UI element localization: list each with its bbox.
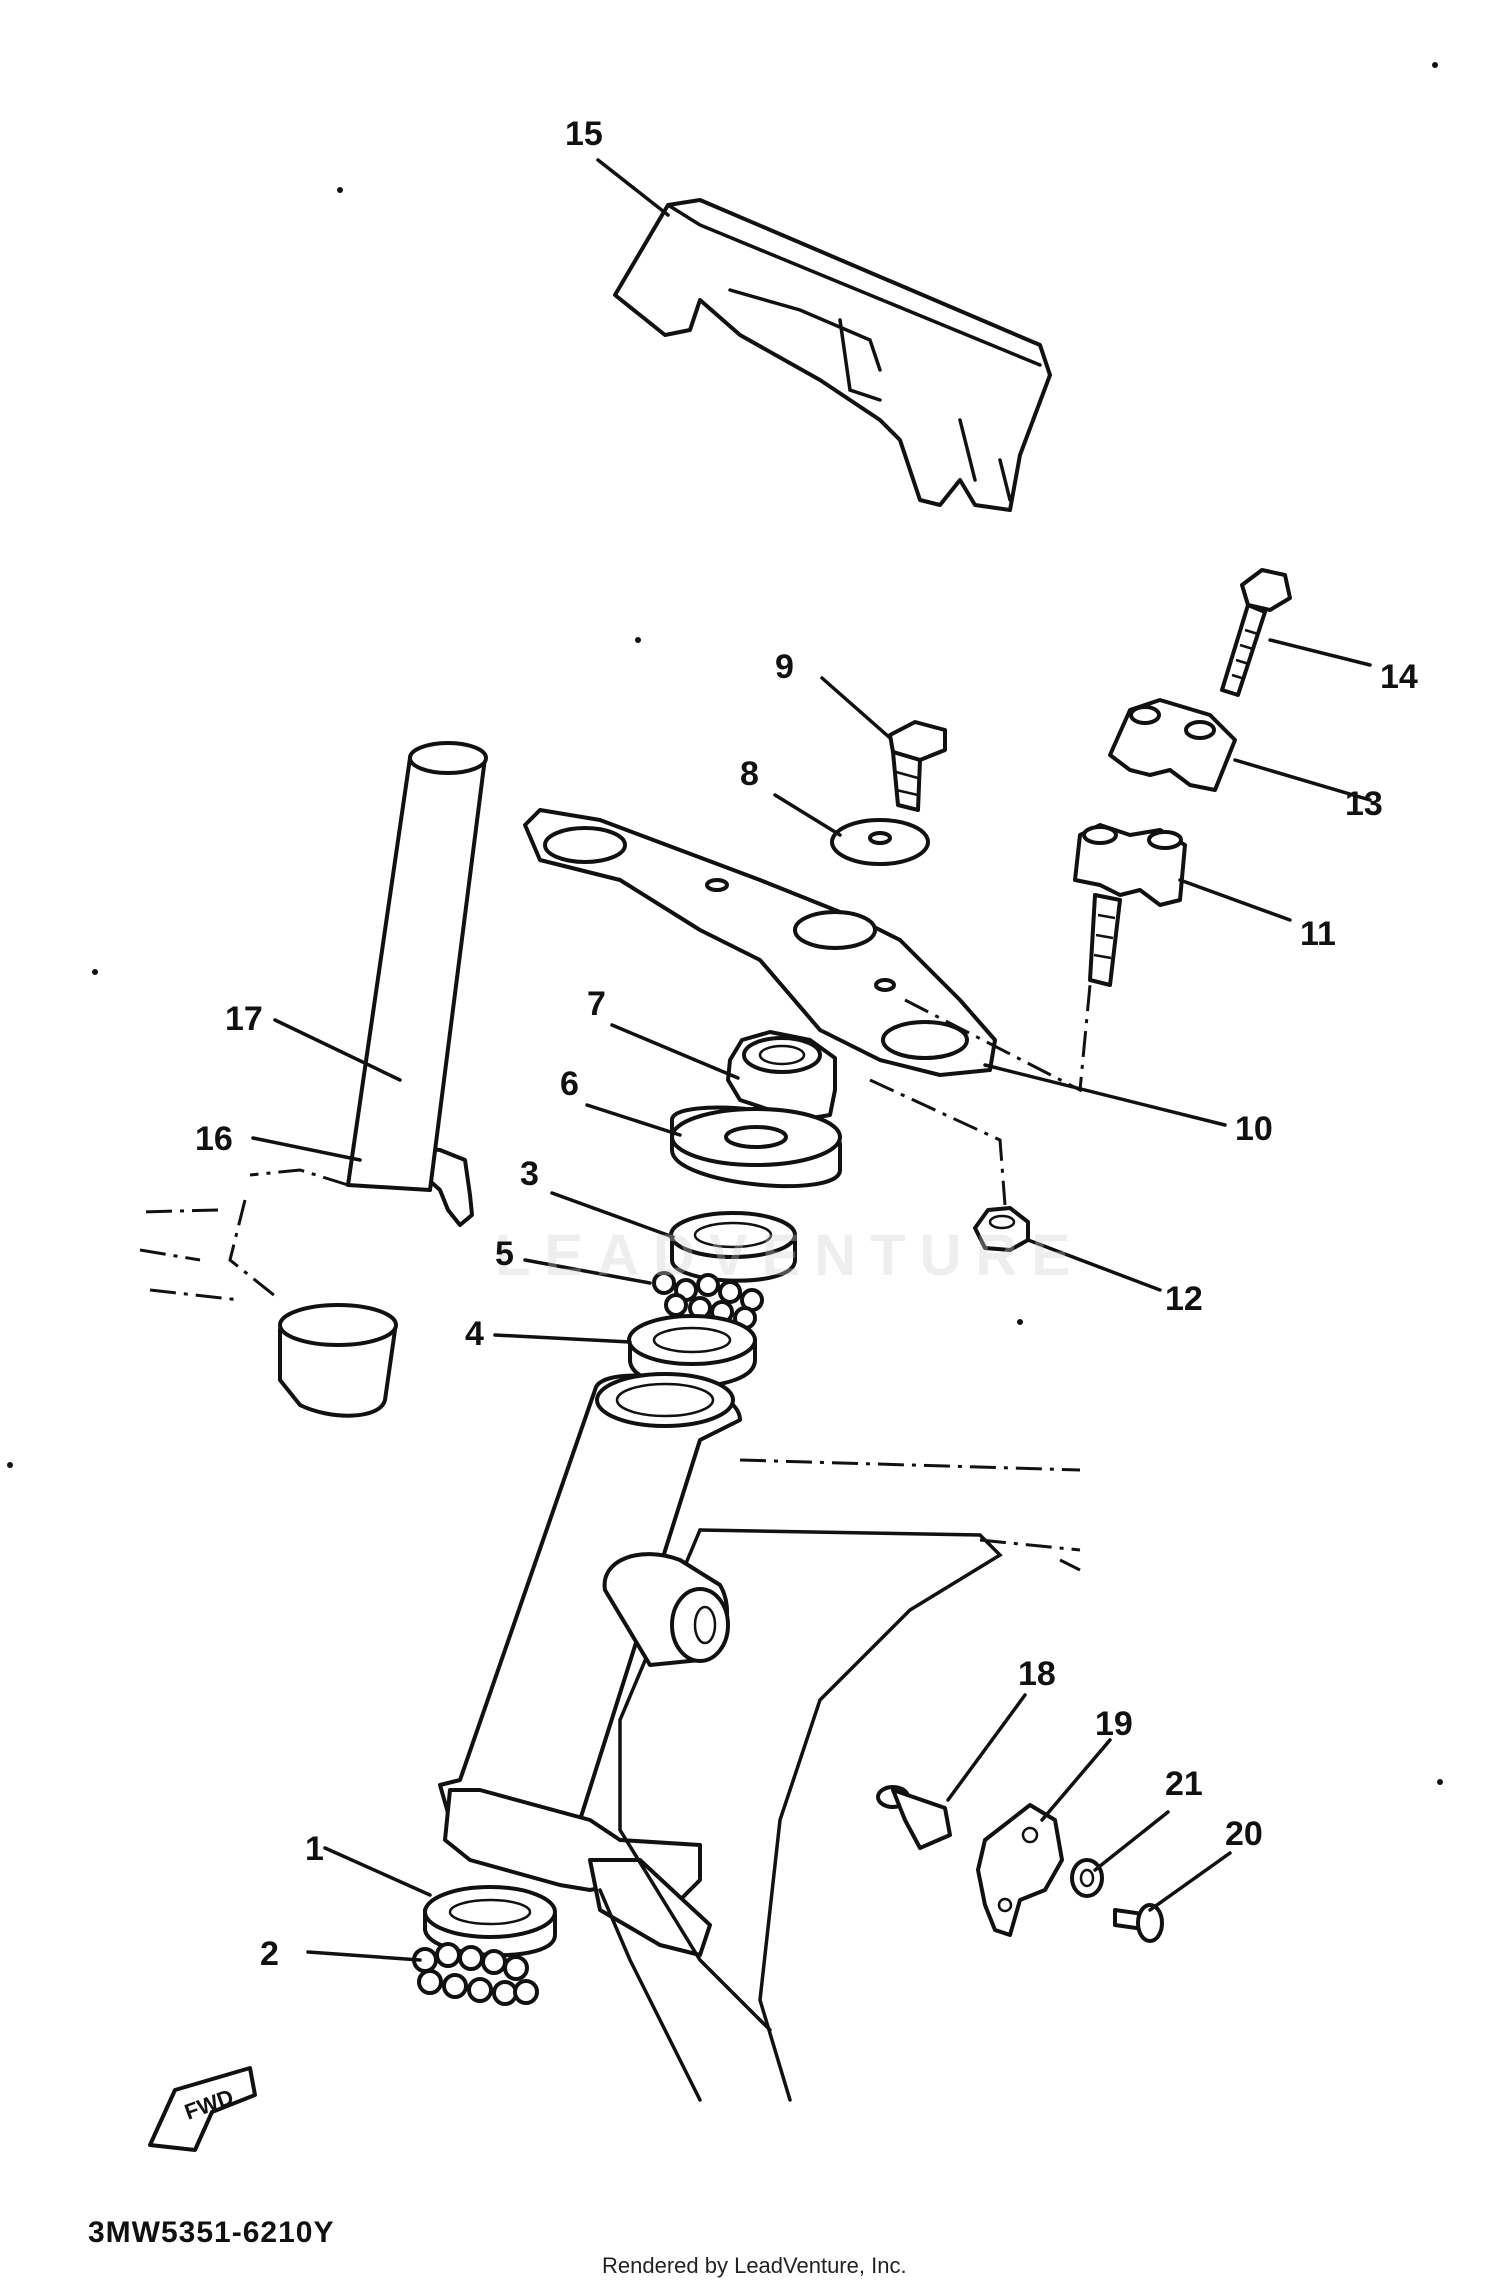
callout-6: 6 [560,1065,579,1103]
part-15-handlebar-cover [613,198,1052,512]
callout-2: 2 [260,1935,279,1973]
leader-lines [251,158,1372,1962]
callout-10: 10 [1235,1110,1273,1148]
part-10-upper-bracket [523,808,997,1077]
part-9-bolt [888,720,947,812]
drawing-code: 3MW5351-6210Y [88,2216,334,2249]
part-20-bolt [1113,1903,1164,1943]
part-1-bearing [423,1885,557,1958]
part-19-plate [976,1803,1064,1937]
part-13-upper-holder [1108,698,1237,792]
fwd-direction-marker: FWD [148,2066,257,2152]
part-7-ring-nut [726,1030,837,1122]
part-18-screw [876,1785,952,1850]
callout-16: 16 [195,1120,233,1158]
part-6-washer [670,1105,842,1189]
callout-17: 17 [225,1000,263,1038]
callout-18: 18 [1018,1655,1056,1693]
callout-11: 11 [1300,915,1336,953]
part-11-lower-holder [1073,823,1187,987]
callout-15: 15 [565,115,603,153]
callout-7: 7 [587,985,606,1023]
callout-21: 21 [1165,1765,1203,1803]
callout-19: 19 [1095,1705,1133,1743]
render-credit: Rendered by LeadVenture, Inc. [602,2253,907,2278]
part-5-balls [652,1271,764,1330]
callout-5: 5 [495,1235,514,1273]
part-12-nut [973,1206,1030,1252]
callout-12: 12 [1165,1280,1203,1318]
callouts: 15 14 13 11 9 8 10 7 6 3 5 4 12 17 16 18… [195,115,1418,1973]
part-2-balls [412,1942,539,2006]
part-14-bolt [1220,568,1292,697]
handlebar-tube [139,741,488,1418]
part-21-collar [1070,1858,1104,1898]
watermark: LEADVENTURE [495,1223,1084,1288]
callout-4: 4 [465,1315,484,1353]
callout-14: 14 [1380,658,1418,696]
frame-steering-head [438,1372,1081,2102]
callout-3: 3 [520,1155,539,1193]
part-3-bearing-race [669,1211,797,1283]
callout-20: 20 [1225,1815,1263,1853]
callout-1: 1 [305,1830,324,1868]
part-8-washer [830,818,930,866]
callout-13: 13 [1345,785,1383,823]
callout-9: 9 [775,648,794,686]
callout-8: 8 [740,755,759,793]
